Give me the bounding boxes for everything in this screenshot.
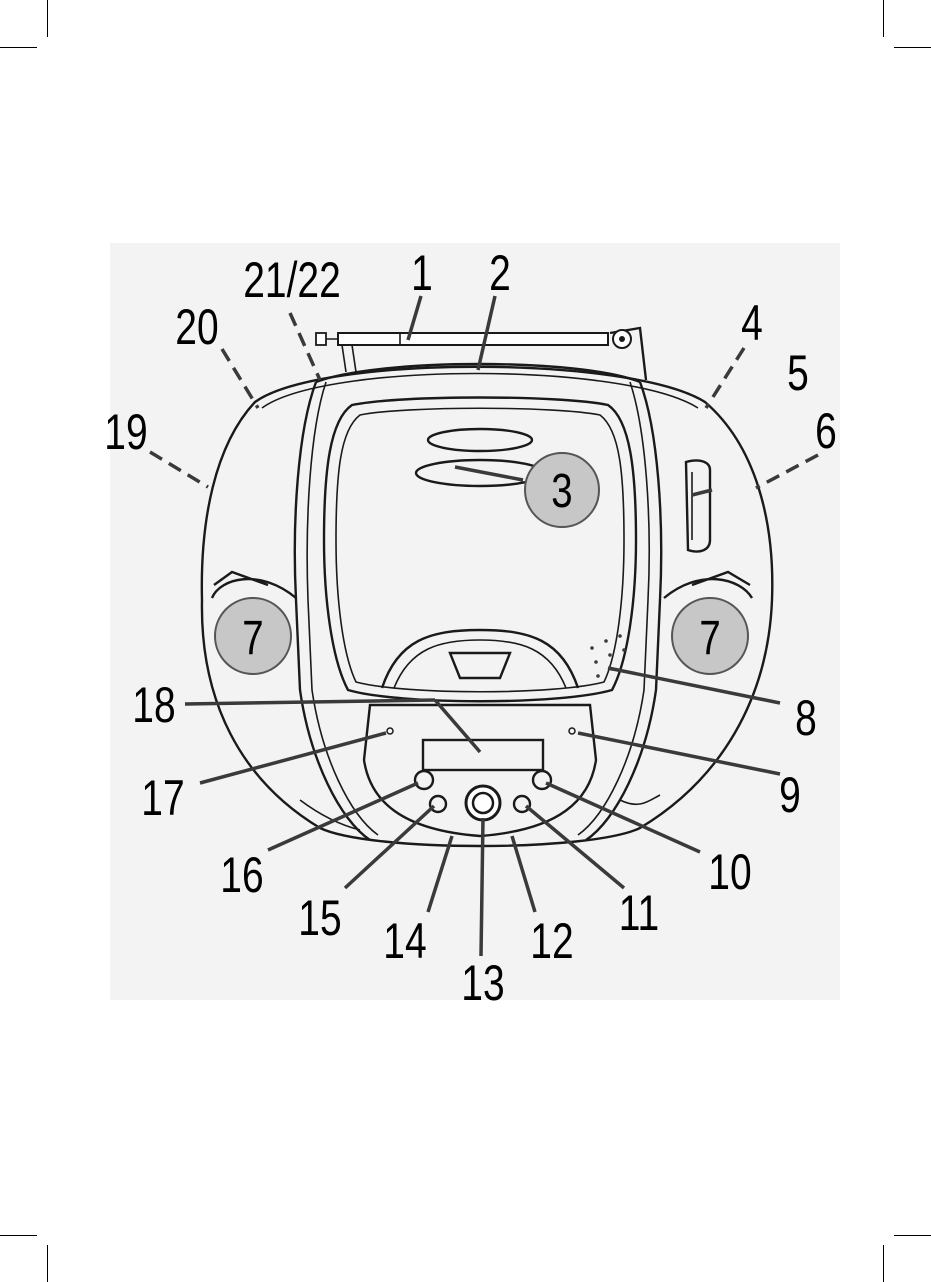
label-14: 14: [383, 912, 426, 969]
label-16: 16: [220, 846, 263, 903]
label-3: 3: [551, 465, 572, 518]
cd-lid: [324, 398, 636, 702]
label-19: 19: [104, 403, 147, 460]
label-17: 17: [141, 769, 184, 826]
label-10: 10: [708, 843, 751, 900]
label-6: 6: [815, 402, 837, 459]
label-1: 1: [411, 244, 433, 301]
label-9: 9: [779, 766, 801, 823]
label-20: 20: [175, 298, 218, 355]
label-5: 5: [787, 344, 809, 401]
label-7-right: 7: [699, 612, 720, 665]
label-7-left: 7: [242, 612, 263, 665]
label-11: 11: [619, 884, 659, 941]
label-12: 12: [530, 912, 573, 969]
label-15: 15: [298, 889, 341, 946]
control-panel: [364, 705, 596, 836]
boombox-body: [202, 328, 772, 846]
label-18: 18: [132, 676, 175, 733]
label-13: 13: [461, 954, 504, 1011]
label-8: 8: [795, 689, 817, 746]
label-21-22: 21/22: [243, 251, 341, 308]
label-4: 4: [741, 294, 763, 351]
label-2: 2: [489, 244, 511, 301]
